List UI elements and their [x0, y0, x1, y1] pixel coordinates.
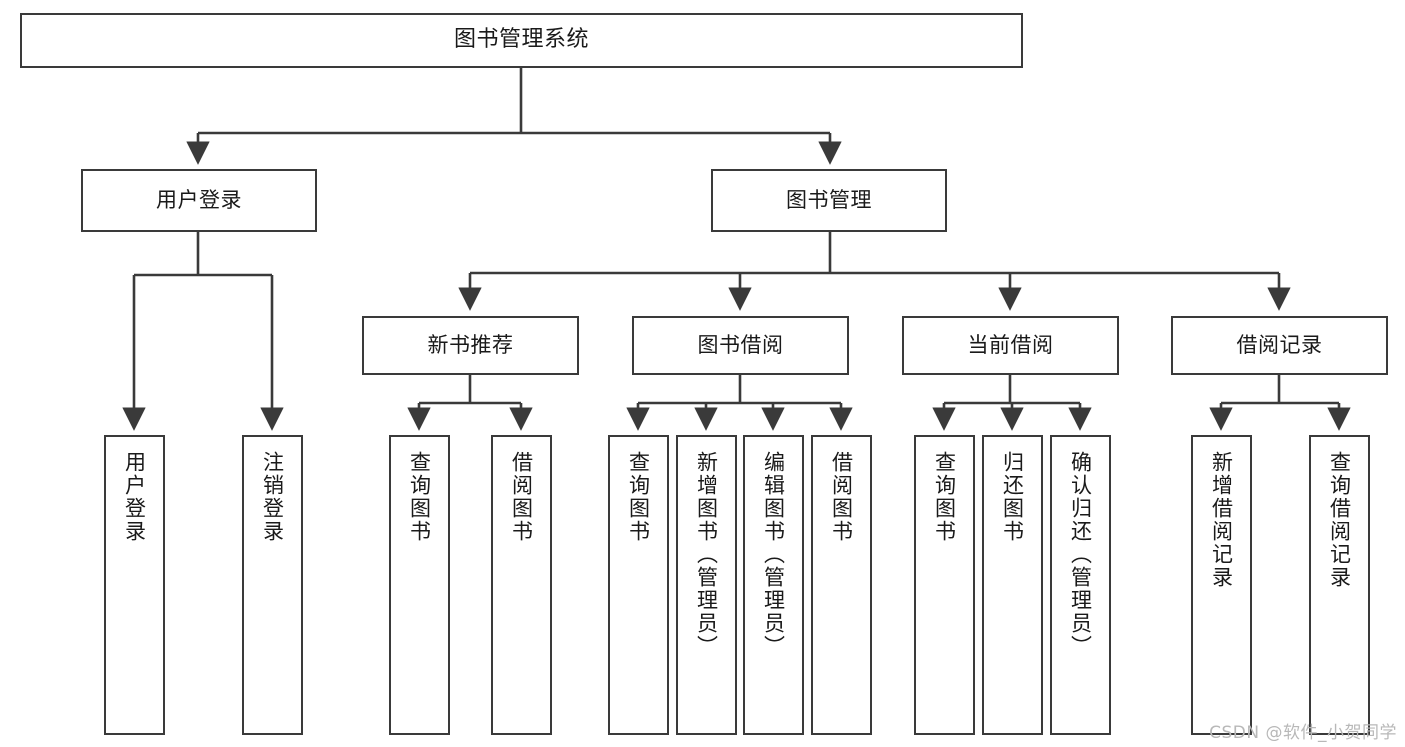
node-leaf-confirm-return-label: 确认归还（管理员）	[1068, 451, 1093, 658]
node-leaf-query-book-3-label: 查询图书	[932, 451, 957, 543]
node-root-label: 图书管理系统	[453, 27, 589, 53]
node-leaf-query-book-2-label: 查询图书	[626, 451, 651, 543]
node-leaf-user-login-label: 用户登录	[122, 451, 147, 543]
node-leaf-logout[interactable]: 注销登录	[242, 435, 303, 735]
node-leaf-query-book-1[interactable]: 查询图书	[389, 435, 450, 735]
node-leaf-borrow-book-2[interactable]: 借阅图书	[811, 435, 872, 735]
node-new-book-recommend-label: 新书推荐	[427, 332, 514, 357]
node-leaf-user-login[interactable]: 用户登录	[104, 435, 165, 735]
node-leaf-query-book-1-label: 查询图书	[407, 451, 432, 543]
node-current-borrow[interactable]: 当前借阅	[902, 316, 1119, 375]
node-leaf-borrow-book-1[interactable]: 借阅图书	[491, 435, 552, 735]
node-leaf-borrow-book-1-label: 借阅图书	[509, 451, 534, 543]
node-user-login[interactable]: 用户登录	[81, 169, 317, 232]
node-new-book-recommend[interactable]: 新书推荐	[362, 316, 579, 375]
node-leaf-query-record[interactable]: 查询借阅记录	[1309, 435, 1370, 735]
csdn-watermark: CSDN @软件_小贺同学	[1209, 723, 1397, 743]
node-leaf-borrow-book-2-label: 借阅图书	[829, 451, 854, 543]
node-leaf-return-book[interactable]: 归还图书	[982, 435, 1043, 735]
node-book-borrow-label: 图书借阅	[697, 332, 784, 357]
node-leaf-query-record-label: 查询借阅记录	[1327, 451, 1352, 589]
node-leaf-query-book-3[interactable]: 查询图书	[914, 435, 975, 735]
node-leaf-confirm-return[interactable]: 确认归还（管理员）	[1050, 435, 1111, 735]
node-borrow-record[interactable]: 借阅记录	[1171, 316, 1388, 375]
node-leaf-return-book-label: 归还图书	[1000, 451, 1025, 543]
node-leaf-query-book-2[interactable]: 查询图书	[608, 435, 669, 735]
node-leaf-edit-book[interactable]: 编辑图书（管理员）	[743, 435, 804, 735]
node-book-manage-label: 图书管理	[786, 187, 872, 212]
node-book-manage[interactable]: 图书管理	[711, 169, 947, 232]
node-book-borrow[interactable]: 图书借阅	[632, 316, 849, 375]
node-borrow-record-label: 借阅记录	[1236, 332, 1323, 357]
node-leaf-add-record-label: 新增借阅记录	[1209, 451, 1234, 589]
node-leaf-add-book[interactable]: 新增图书（管理员）	[676, 435, 737, 735]
node-leaf-add-record[interactable]: 新增借阅记录	[1191, 435, 1252, 735]
node-root[interactable]: 图书管理系统	[20, 13, 1023, 68]
node-leaf-logout-label: 注销登录	[260, 451, 285, 543]
node-leaf-edit-book-label: 编辑图书（管理员）	[761, 451, 786, 658]
node-user-login-label: 用户登录	[156, 187, 242, 212]
node-leaf-add-book-label: 新增图书（管理员）	[694, 451, 719, 658]
node-current-borrow-label: 当前借阅	[967, 332, 1054, 357]
